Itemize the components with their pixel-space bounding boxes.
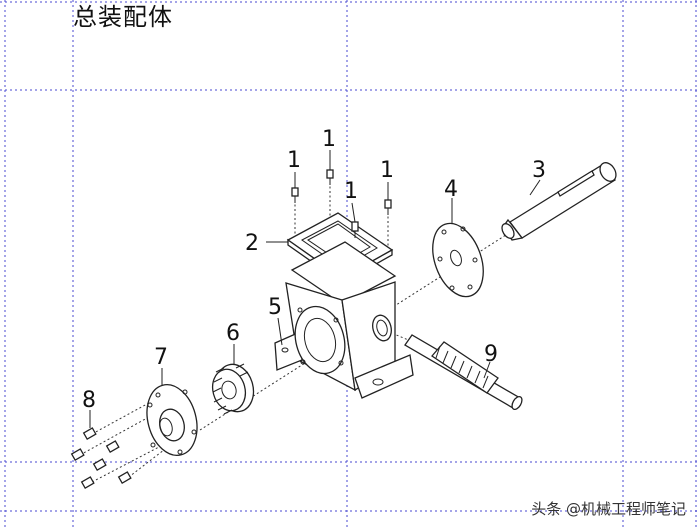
- callout-numbers: 1 1 1 1 2 3 4 5 6 7 8 9: [82, 127, 546, 413]
- page-title: 总装配体: [73, 3, 173, 31]
- leader-lines: [89, 150, 541, 428]
- housing: [274, 241, 414, 399]
- callout-end-plate: 4: [444, 177, 458, 202]
- bottom-screws: [70, 427, 132, 489]
- flange: [146, 384, 198, 456]
- callout-cover: 2: [245, 231, 259, 256]
- callout-screw-top-b: 1: [322, 127, 336, 152]
- screw-top-b: [326, 169, 334, 185]
- screw-top-a: [291, 187, 299, 203]
- gear: [211, 363, 255, 415]
- top-screws: [291, 169, 392, 238]
- callout-gear: 6: [226, 321, 240, 346]
- callout-shaft: 3: [532, 158, 546, 183]
- callout-screw-top-c: 1: [380, 158, 394, 183]
- callout-housing: 5: [268, 295, 282, 320]
- callout-screw-bottom: 8: [82, 388, 96, 413]
- end-plate: [432, 222, 484, 298]
- callout-flange: 7: [154, 345, 168, 370]
- screw-top-c: [384, 199, 392, 215]
- callout-screw-top-d: 1: [344, 179, 358, 204]
- callout-worm: 9: [484, 342, 498, 367]
- shaft: [501, 162, 617, 241]
- callout-screw-top-a: 1: [287, 148, 301, 173]
- watermark: 头条 @机械工程师笔记: [531, 500, 686, 518]
- worm: [404, 334, 523, 411]
